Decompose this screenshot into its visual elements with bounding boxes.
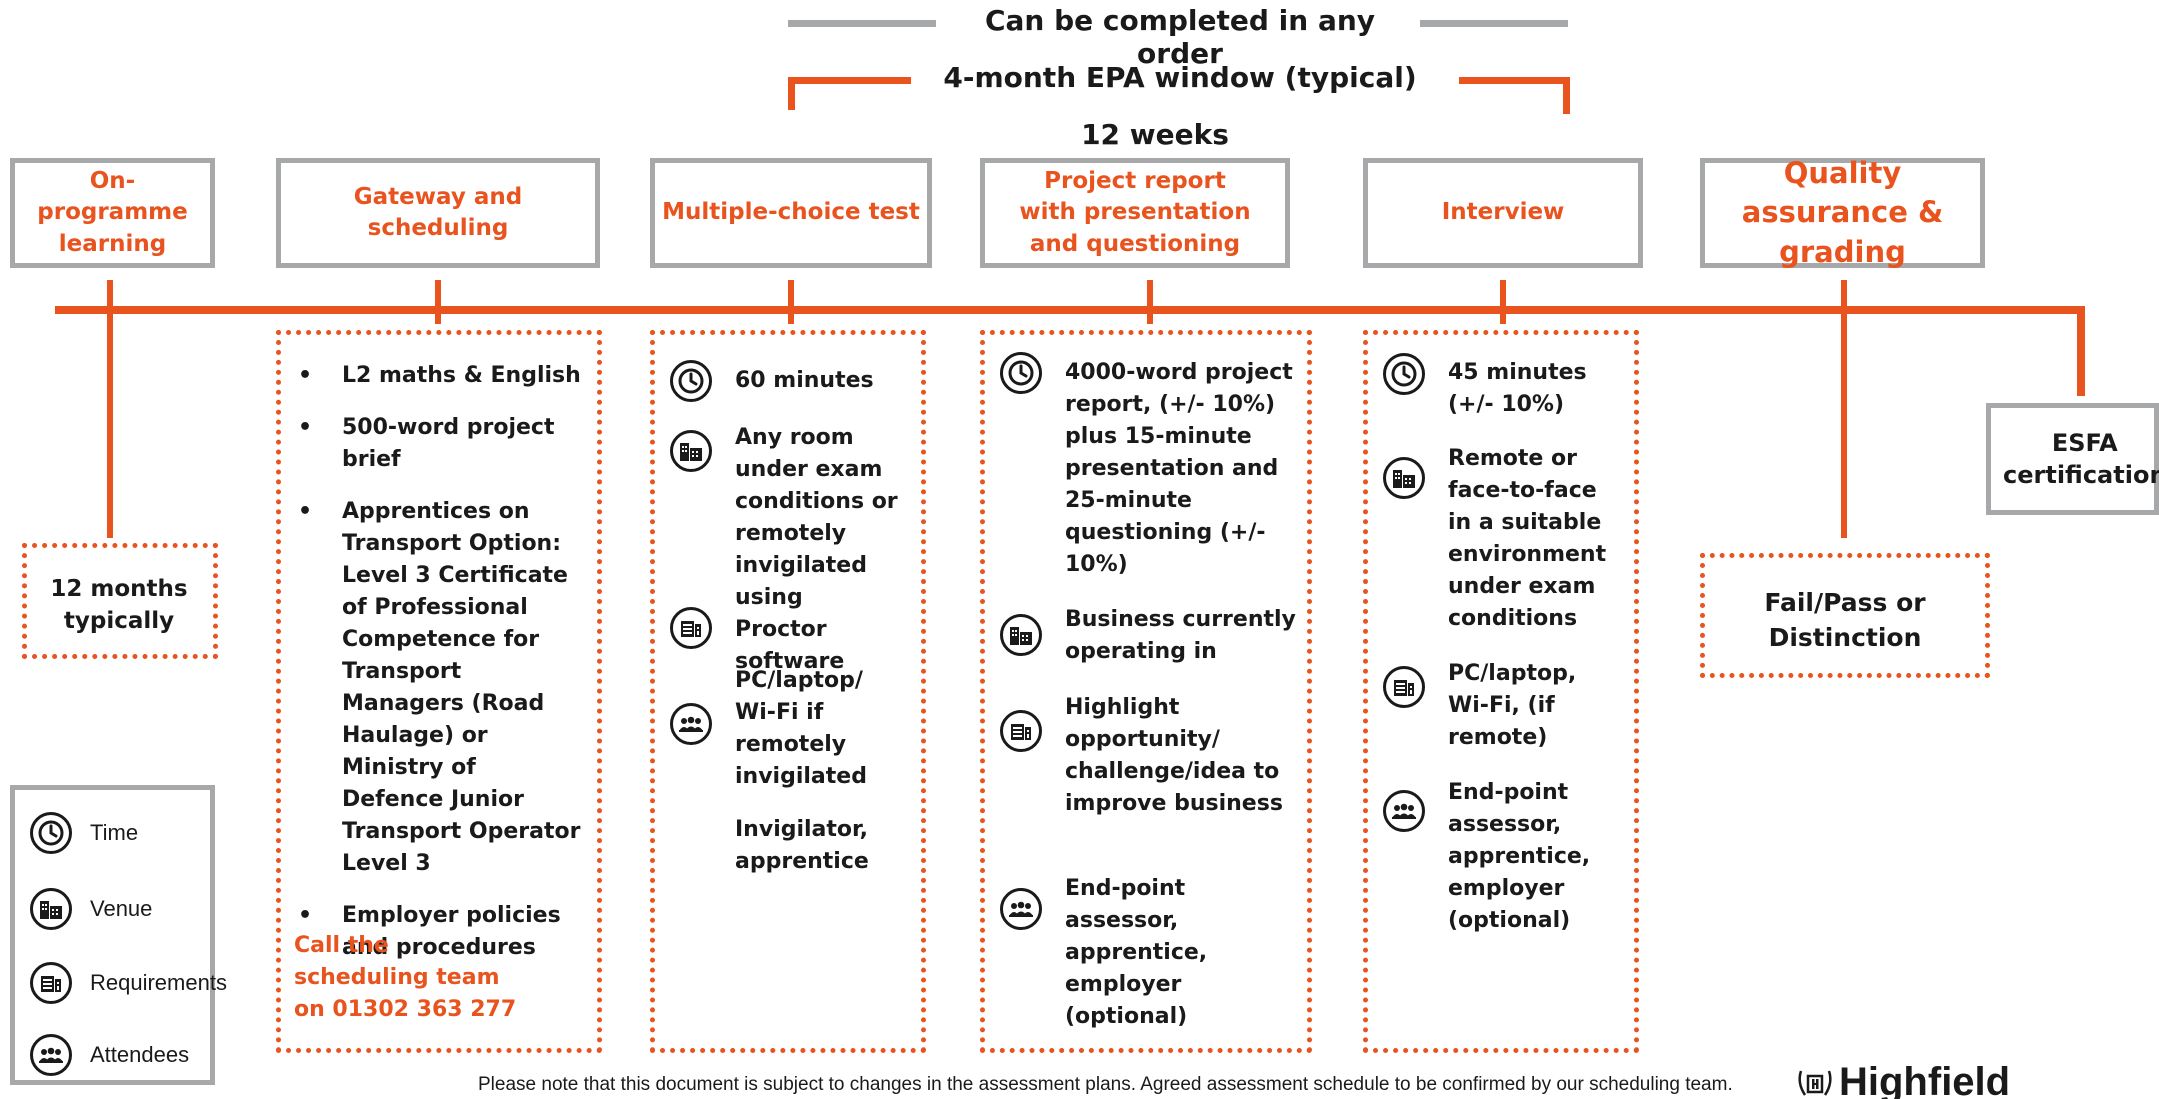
project-time: 4000-word project report, (+/- 10%) plus… <box>1065 360 1293 577</box>
brand-name: Highfield <box>1839 1066 2011 1099</box>
tick-gateway <box>435 280 441 324</box>
tick-mct <box>788 280 794 324</box>
stage-on-programme: On-programme learning <box>10 158 215 268</box>
building-icon <box>1383 457 1425 499</box>
tick-interview <box>1500 280 1506 324</box>
mct-attendees: Invigilator, apprentice <box>735 817 869 874</box>
epa-bracket-left-h <box>788 77 911 84</box>
people-icon <box>30 1034 72 1076</box>
footer-note: Please note that this document is subjec… <box>478 1074 1733 1095</box>
on-programme-duration-box <box>22 543 218 659</box>
epa-window-label: 4-month EPA window (typical) <box>943 61 1417 94</box>
epa-bracket-left-v <box>788 77 795 110</box>
project-details-box <box>980 330 1312 1053</box>
interview-attendees: End-point assessor, apprentice, employer… <box>1448 780 1591 933</box>
interview-requirements: PC/laptop, Wi-Fi, (if remote) <box>1448 661 1577 750</box>
timeline <box>55 306 2085 314</box>
esfa-label: ESFA certification <box>2003 428 2159 489</box>
legend-box <box>10 785 215 1085</box>
project-attendees: End-point assessor, apprentice, employer… <box>1065 876 1208 1029</box>
grading-result-box <box>1700 553 1990 678</box>
stage-label: Quality assurance & grading <box>1741 156 1944 269</box>
mct-venue: Any room under exam conditions or remote… <box>735 425 898 674</box>
laurel-icon <box>1798 1070 1832 1096</box>
mct-requirements: PC/laptop/ Wi-Fi if remotely invigilated <box>735 668 867 789</box>
legend-attendees-label: Attendees <box>90 1042 190 1067</box>
building-icon <box>670 430 712 472</box>
gateway-details-box <box>276 330 602 1053</box>
stage-label: Multiple-choice test <box>662 199 920 226</box>
stage-interview: Interview <box>1363 158 1643 268</box>
highfield-logo: Highfield <box>1795 1066 2159 1099</box>
any-order-line-left <box>788 20 936 27</box>
call-line: Call the <box>294 933 389 958</box>
clock-icon <box>670 360 712 402</box>
stage-label: Gateway and scheduling <box>353 183 523 241</box>
tick-on-programme <box>107 280 113 538</box>
clipboard-icon <box>1000 710 1042 752</box>
timeline-drop-esfa <box>2077 306 2085 396</box>
esfa-box: ESFA certification <box>1986 403 2159 515</box>
stage-label: Interview <box>1441 199 1565 226</box>
clock-icon <box>1383 353 1425 395</box>
stage-label: Project report with presentation and que… <box>1019 168 1251 257</box>
epa-bracket-right-v <box>1563 77 1570 114</box>
clock-icon <box>30 812 72 854</box>
people-icon <box>1000 888 1042 930</box>
clock-icon <box>1000 352 1042 394</box>
stage-qa-grading: Quality assurance & grading <box>1700 156 1985 269</box>
weeks-label: 12 weeks <box>1081 118 1229 151</box>
interview-venue: Remote or face-to-face in a suitable env… <box>1448 446 1607 631</box>
stage-project: Project report with presentation and que… <box>980 158 1290 268</box>
list-item: L2 maths & English <box>294 360 584 392</box>
mct-details-box <box>650 330 926 1053</box>
stage-mct: Multiple-choice test <box>650 158 932 268</box>
tick-grading <box>1841 280 1847 538</box>
any-order-line-right <box>1420 20 1568 27</box>
call-line: scheduling team <box>294 965 500 990</box>
any-order-label: Can be completed in any order <box>984 4 1376 70</box>
scheduling-call-text: Call the scheduling team on 01302 363 27… <box>294 930 584 1026</box>
clipboard-icon <box>30 962 72 1004</box>
project-venue: Business currently operating in <box>1065 607 1296 664</box>
list-item: Apprentices on Transport Option: Level 3… <box>294 496 584 880</box>
legend-requirements-label: Requirements <box>90 970 227 995</box>
list-item: 500-word project brief <box>294 412 584 476</box>
list-item: Employer policies and procedures <box>294 900 584 964</box>
epa-bracket-right-h <box>1459 77 1570 84</box>
legend-venue-label: Venue <box>90 896 153 921</box>
building-icon <box>1000 614 1042 656</box>
project-requirements: Highlight opportunity/ challenge/idea to… <box>1065 695 1283 816</box>
call-line: on 01302 363 277 <box>294 997 517 1022</box>
on-programme-duration: 12 months typically <box>50 576 188 634</box>
building-icon <box>30 888 72 930</box>
gateway-requirements-list: L2 maths & English 500-word project brie… <box>294 360 584 984</box>
interview-details-box <box>1363 330 1639 1053</box>
people-icon <box>670 703 712 745</box>
mct-time: 60 minutes <box>735 368 874 393</box>
grading-result: Fail/Pass or Distinction <box>1764 588 1926 652</box>
tick-project <box>1147 280 1153 324</box>
stage-label: On-programme learning <box>37 168 188 257</box>
clipboard-icon <box>1383 666 1425 708</box>
clipboard-icon <box>670 607 712 649</box>
legend-time-label: Time <box>90 820 139 845</box>
people-icon <box>1383 790 1425 832</box>
interview-time: 45 minutes (+/- 10%) <box>1448 360 1587 417</box>
stage-gateway: Gateway and scheduling <box>276 158 600 268</box>
